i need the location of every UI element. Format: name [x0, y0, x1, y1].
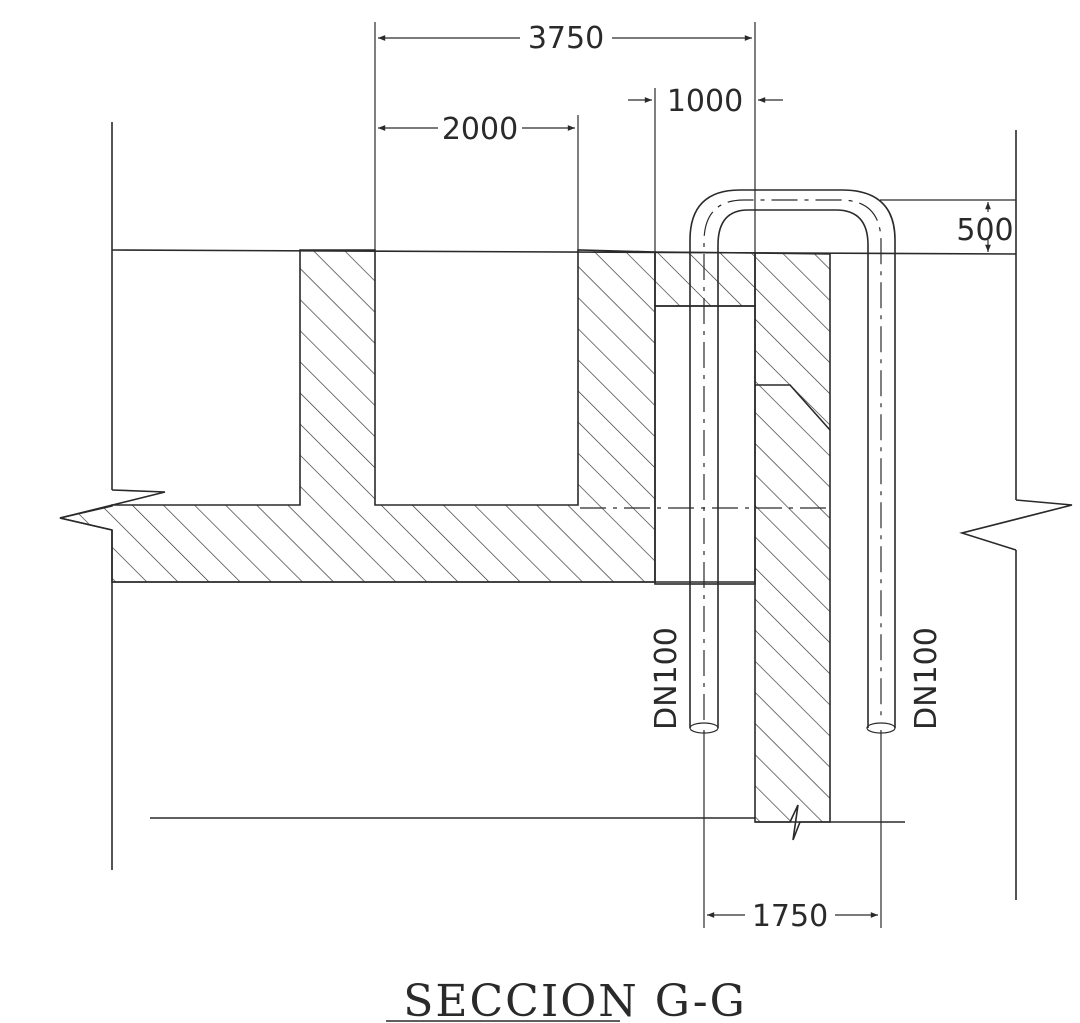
top-slab-line: [111, 249, 1017, 255]
break-symbol-right: [959, 499, 1073, 551]
dim-label-1000: 1000: [667, 84, 743, 119]
dimension-1750: 1750: [707, 899, 878, 934]
pipe-label-left: DN100: [649, 627, 684, 730]
dim-label-3750: 3750: [528, 21, 604, 56]
dimension-2000: 2000: [378, 112, 575, 147]
pipe-opening: [654, 305, 756, 585]
dim-label-1750: 1750: [752, 899, 828, 934]
dimension-500: 500: [956, 202, 1014, 252]
notch-detail: [755, 384, 831, 431]
dimension-3750: 3750: [378, 21, 752, 56]
dimension-1000: 1000: [628, 84, 783, 119]
dim-label-500: 500: [956, 213, 1013, 248]
hatched-concrete: [59, 249, 831, 823]
dim-label-2000: 2000: [442, 112, 518, 147]
wall-break-symbol: [755, 804, 830, 841]
section-title: SECCION G-G: [403, 976, 747, 1023]
extension-lines: [374, 22, 1016, 928]
pipe-label-right: DN100: [909, 627, 944, 730]
